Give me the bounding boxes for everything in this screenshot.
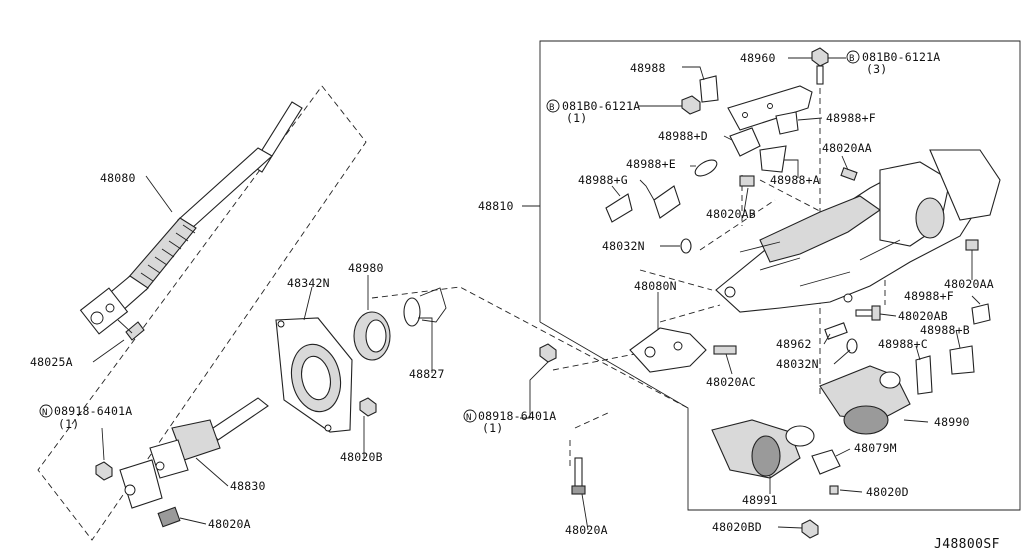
column-body-48810 [715, 149, 1001, 313]
label-48988-D: 48988+D [658, 129, 708, 143]
label-08918-mid-qty: (1) [482, 421, 503, 435]
bolt-symbol-mid [546, 99, 560, 113]
drawing-code: J48800SF [934, 537, 1000, 552]
bolt-48020AB-top [739, 175, 755, 187]
label-48988-F-top: 48988+F [826, 111, 876, 125]
clip-48988-C [915, 355, 933, 395]
label-48830: 48830 [230, 479, 266, 493]
label-081B0-top: 081B0-6121A [862, 50, 940, 64]
clip-48988-E [694, 159, 718, 177]
nut-48020BD [801, 519, 819, 539]
label-48079M: 48079M [854, 441, 897, 455]
bracket-48079M [811, 449, 841, 475]
nut-symbol-mid [463, 409, 477, 423]
label-48025A: 48025A [30, 355, 73, 369]
label-48020D: 48020D [866, 485, 909, 499]
clip-48988 [699, 75, 719, 103]
label-48020B: 48020B [340, 450, 383, 464]
bolt-48020D [829, 485, 839, 495]
label-48810: 48810 [478, 199, 514, 213]
label-48020A-mid: 48020A [565, 523, 608, 537]
nut-symbol-left-text: N [42, 408, 48, 418]
label-48032N-top: 48032N [602, 239, 645, 253]
bolt-48020AC [713, 345, 737, 355]
clip-48988-A [759, 145, 787, 173]
label-48080: 48080 [100, 171, 136, 185]
shaft-group-dashed-box [37, 85, 367, 541]
clip-48988-D [729, 127, 761, 157]
nut-08918-mid [539, 343, 557, 363]
label-48827: 48827 [409, 367, 445, 381]
clip-48988-B [949, 345, 975, 375]
clip-48988-mid [653, 185, 681, 219]
callout-labels: 48080 48025A N 08918-6401A (1) 48830 480… [30, 50, 1000, 552]
bolt-48020AA-right [965, 239, 979, 251]
bolt-48020AA-top [840, 167, 858, 181]
lower-shaft-48830 [119, 397, 269, 509]
label-08918-left-qty: (1) [58, 417, 79, 431]
bolt-081B0-top [811, 47, 829, 85]
bolt-symbol-top [846, 50, 860, 64]
label-081B0-mid: 081B0-6121A [562, 99, 640, 113]
nut-symbol-mid-text: N [466, 413, 472, 423]
label-48988-E: 48988+E [626, 157, 676, 171]
bolt-48020A-left [157, 506, 181, 528]
leader-lines [92, 57, 981, 531]
motor-48990 [819, 365, 911, 435]
bolt-081B0-mid [681, 95, 701, 115]
label-48990: 48990 [934, 415, 970, 429]
clip-48827 [403, 287, 447, 327]
bolt-symbol-top-text: B [849, 54, 855, 64]
boot-plate-48342N [275, 317, 353, 433]
label-081B0-top-qty: (3) [866, 62, 887, 76]
bolt-48025A [117, 319, 145, 341]
nut-08918-left [95, 461, 113, 481]
label-48962: 48962 [776, 337, 812, 351]
label-48991: 48991 [742, 493, 778, 507]
label-48988-A: 48988+A [770, 173, 820, 187]
nut-symbol-left [39, 404, 53, 418]
ring-48032N-bot [846, 338, 858, 354]
label-48988-C: 48988+C [878, 337, 928, 351]
label-08918-mid: 08918-6401A [478, 409, 556, 423]
bolt-48020A-mid [571, 457, 586, 495]
clip-48988-G [605, 193, 633, 223]
column-assembly-frame [539, 40, 1021, 511]
label-48980: 48980 [348, 261, 384, 275]
bracket-48960 [727, 85, 813, 131]
label-48988-G: 48988+G [578, 173, 628, 187]
motor-48991 [711, 419, 815, 479]
label-48032N-bot: 48032N [776, 357, 819, 371]
clip-48988-F-right [971, 303, 991, 325]
label-08918-left: 08918-6401A [54, 404, 132, 418]
label-48988-B: 48988+B [920, 323, 970, 337]
label-081B0-mid-qty: (1) [566, 111, 587, 125]
label-48020AA-right: 48020AA [944, 277, 994, 291]
label-48020BD: 48020BD [712, 520, 762, 534]
intermediate-shaft-48080 [79, 101, 303, 335]
label-48988: 48988 [630, 61, 666, 75]
label-48080N: 48080N [634, 279, 677, 293]
bolt-symbol-mid-text: B [549, 103, 555, 113]
seal-48980 [353, 311, 391, 361]
label-48342N: 48342N [287, 276, 330, 290]
joint-48080N [629, 327, 707, 373]
label-48020AB-top: 48020AB [706, 207, 756, 221]
label-48020AA-top: 48020AA [822, 141, 872, 155]
label-48960: 48960 [740, 51, 776, 65]
label-48020AC: 48020AC [706, 375, 756, 389]
label-48020A-left: 48020A [208, 517, 251, 531]
label-48020AB-right: 48020AB [898, 309, 948, 323]
ring-48032N-top [680, 238, 692, 254]
bolt-48020AB-right [855, 305, 881, 321]
clip-48988-F-top [775, 111, 799, 135]
nut-48020B [359, 397, 377, 417]
pin-48962 [824, 322, 848, 340]
label-48988-F-right: 48988+F [904, 289, 954, 303]
